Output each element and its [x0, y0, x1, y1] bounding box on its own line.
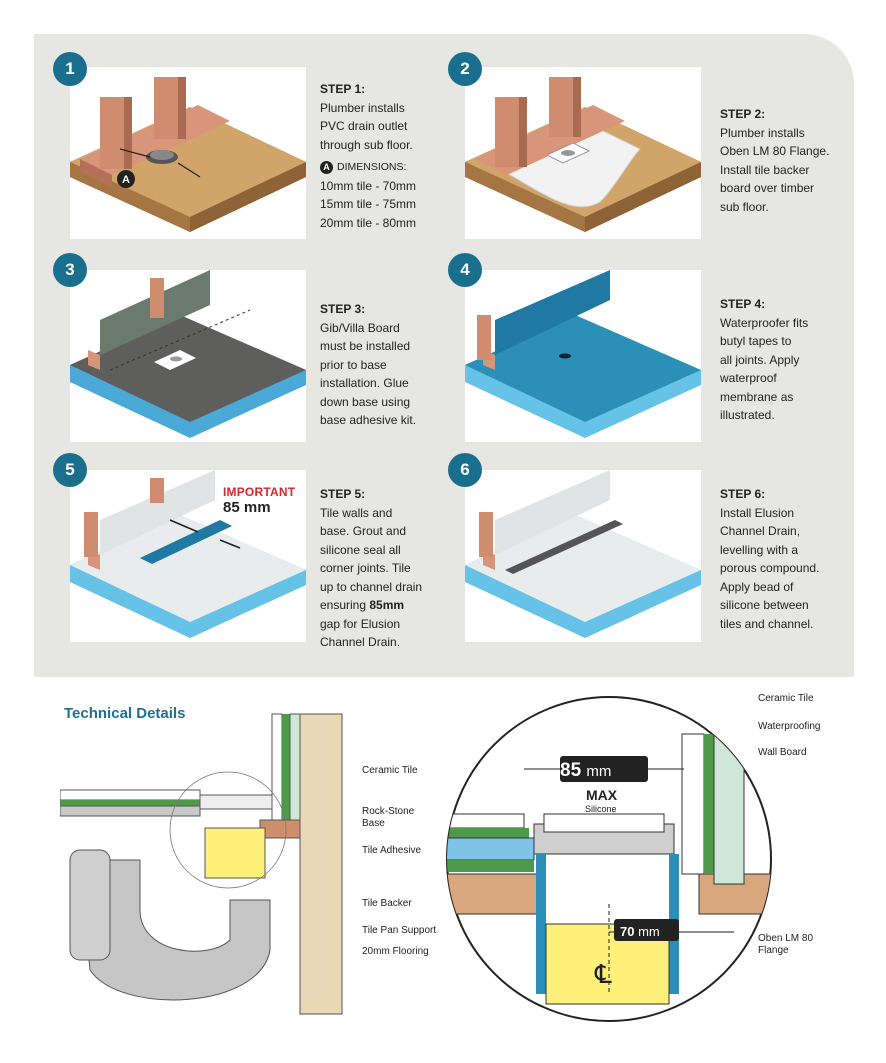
step-5-line: base. Grout and: [320, 524, 407, 538]
step-3-illustration: [70, 270, 306, 442]
max-gap-number: 85: [560, 760, 582, 781]
step-6-illustration: [465, 470, 701, 642]
step-2-line: Install tile backer: [720, 162, 810, 177]
step-4-title: STEP 4:: [720, 297, 766, 311]
step-1-line: PVC drain outlet: [320, 119, 408, 133]
important-label: IMPORTANT: [223, 485, 296, 499]
label-rock-stone: Rock-Stone: [362, 806, 415, 817]
step-4-badge: 4: [448, 253, 482, 287]
step-5-line: ensuring 85mm: [320, 596, 450, 615]
step-5-line: gap for Elusion: [320, 616, 401, 631]
step-1-illustration: A: [70, 67, 306, 239]
detail-circle: [446, 696, 772, 1022]
step-5-line: Channel Drain.: [320, 635, 401, 649]
dimension-a-badge: A: [320, 160, 333, 174]
step-4-line: membrane as: [720, 389, 794, 404]
step-3-badge: 3: [53, 253, 87, 287]
step-5-line-text: ensuring: [320, 598, 370, 612]
step-4-line: illustrated.: [720, 408, 775, 422]
technical-details-title: Technical Details: [64, 705, 186, 722]
step-3-title: STEP 3:: [320, 302, 366, 316]
centerline-symbol: ℄: [595, 959, 612, 989]
label-ceramic-tile-left: Ceramic Tile: [362, 765, 418, 776]
dimension-item: 10mm tile - 70mm: [320, 178, 417, 193]
step-2-line: Oben LM 80 Flange.: [720, 144, 830, 158]
step-6-badge: 6: [448, 453, 482, 487]
step-5-line: silicone seal all: [320, 542, 401, 557]
gap-unit: mm: [638, 924, 660, 939]
label-base: Base: [362, 818, 385, 829]
step-6-line: Channel Drain,: [720, 524, 801, 538]
label-oben-lm80: Oben LM 80: [758, 933, 814, 944]
step-2-badge: 2: [448, 52, 482, 86]
max-label: MAX: [586, 787, 618, 803]
step-4-line: all joints. Apply: [720, 352, 800, 367]
label-20mm-flooring: 20mm Flooring: [362, 946, 429, 957]
step-6-title: STEP 6:: [720, 487, 766, 501]
step-6-line: Install Elusion: [720, 505, 795, 520]
step-1-line: through sub floor.: [320, 137, 413, 152]
important-value: 85 mm: [223, 499, 271, 516]
label-tile-adhesive: Tile Adhesive: [362, 845, 422, 856]
step-2-illustration: [465, 67, 701, 239]
label-ceramic-tile-right: Ceramic Tile: [758, 693, 814, 704]
dimensions-block: A DIMENSIONS: 10mm tile - 70mm 15mm tile…: [320, 158, 450, 232]
step-4-text: STEP 4: Waterproofer fits butyl tapes to…: [720, 295, 850, 425]
dimensions-heading: DIMENSIONS:: [337, 161, 407, 173]
step-4-illustration: [465, 270, 701, 442]
step-5-line: Tile walls and: [320, 505, 393, 520]
step-2-text: STEP 2: Plumber installs Oben LM 80 Flan…: [720, 105, 850, 216]
step-5-title: STEP 5:: [320, 487, 366, 501]
step-5-badge: 5: [53, 453, 87, 487]
step-3-line: down base using: [320, 394, 411, 409]
gap-number: 70: [620, 924, 635, 939]
gap-emphasis: 85mm: [369, 598, 405, 612]
step-6-line: porous compound.: [720, 561, 820, 575]
step-2-title: STEP 2:: [720, 107, 766, 121]
step-1-badge: 1: [53, 52, 87, 86]
step-5-line: up to channel drain: [320, 579, 423, 594]
dimension-item: 15mm tile - 75mm: [320, 197, 417, 211]
step-5-text: STEP 5: Tile walls and base. Grout and s…: [320, 485, 450, 652]
gap-value-label: 70 mm: [620, 924, 660, 939]
label-wall-board: Wall Board: [758, 747, 807, 758]
max-gap-value: 85 mm: [560, 760, 611, 783]
step-6-line: silicone between: [720, 598, 809, 612]
label-flange: Flange: [758, 945, 789, 956]
step-1-line: Plumber installs: [320, 100, 405, 115]
step-4-line: waterproof: [720, 371, 777, 385]
step-6-text: STEP 6: Install Elusion Channel Drain, l…: [720, 485, 850, 633]
small-cross-section: [60, 713, 343, 1015]
step-5-illustration: [70, 470, 306, 642]
label-tile-backer: Tile Backer: [362, 898, 412, 909]
step-4-line: Waterproofer fits: [720, 315, 809, 330]
dimension-item: 20mm tile - 80mm: [320, 215, 417, 230]
step-3-line: Gib/Villa Board: [320, 320, 400, 335]
step-4-line: butyl tapes to: [720, 334, 792, 348]
step-3-line: installation. Glue: [320, 376, 409, 390]
step-3-text: STEP 3: Gib/Villa Board must be installe…: [320, 300, 450, 430]
label-waterproofing: Waterproofing: [758, 721, 821, 732]
step-6-line: levelling with a: [720, 542, 799, 557]
silicone-label: Silicone: [585, 804, 617, 814]
step-3-line: base adhesive kit.: [320, 413, 417, 427]
max-gap-unit: mm: [586, 763, 612, 780]
step-1-text: STEP 1: Plumber installs PVC drain outle…: [320, 80, 450, 232]
step-2-line: board over timber: [720, 181, 815, 195]
step-2-line: Plumber installs: [720, 125, 805, 140]
step-5-line: corner joints. Tile: [320, 561, 411, 575]
step-6-line: Apply bead of: [720, 579, 794, 594]
step-6-line: tiles and channel.: [720, 616, 814, 631]
step-2-line: sub floor.: [720, 199, 769, 214]
step-3-line: prior to base: [320, 357, 387, 372]
step-1-title: STEP 1:: [320, 82, 366, 96]
label-tile-pan-support: Tile Pan Support: [362, 925, 437, 936]
step-3-line: must be installed: [320, 339, 411, 353]
dimension-marker-a: A: [122, 174, 130, 186]
